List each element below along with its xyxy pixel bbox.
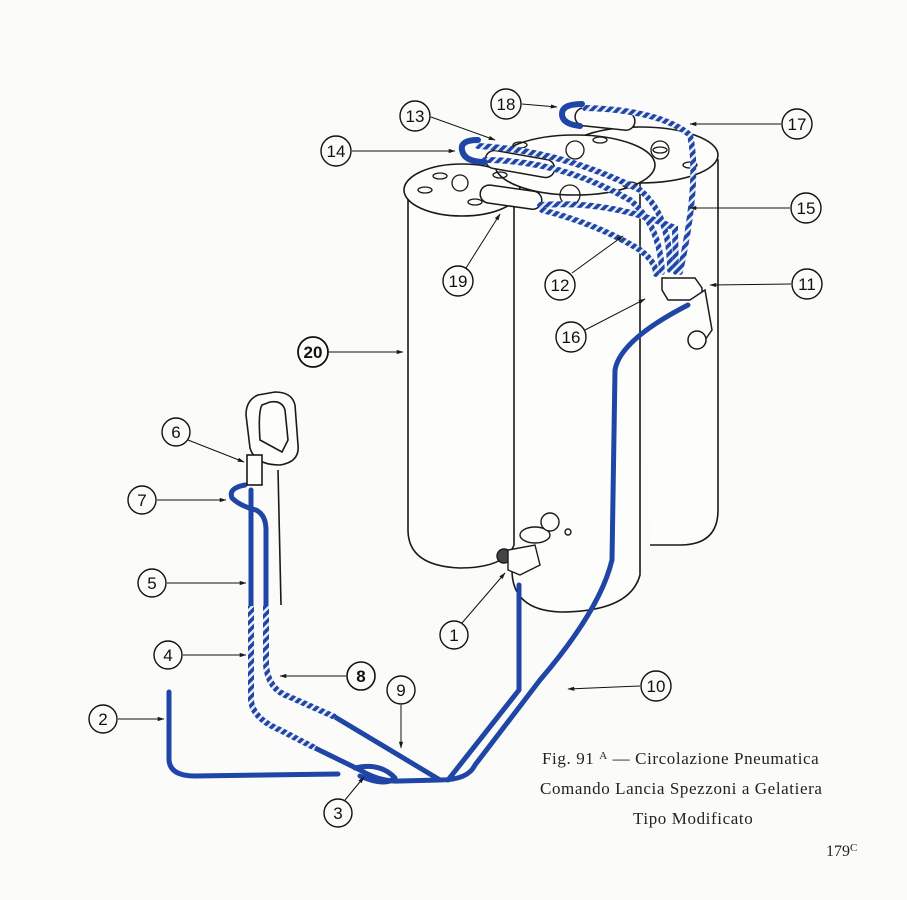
pipe-1 [445, 582, 522, 783]
callout-13: 13 [399, 100, 496, 141]
braided-hoses-top [458, 101, 697, 277]
svg-text:7: 7 [137, 491, 146, 510]
callout-4: 4 [153, 640, 247, 670]
page-number-value: 179 [826, 843, 850, 860]
callout-3: 3 [323, 776, 365, 828]
braided-hoses-bottom [248, 606, 337, 751]
svg-text:8: 8 [356, 667, 365, 686]
svg-text:2: 2 [98, 710, 107, 729]
svg-text:17: 17 [788, 115, 807, 134]
callout-14: 14 [320, 135, 456, 167]
pipe-7 [228, 482, 269, 609]
pipe-9 [332, 714, 443, 783]
svg-text:5: 5 [147, 574, 156, 593]
svg-text:14: 14 [327, 142, 346, 161]
fig-suffix: A [599, 750, 608, 762]
callout-12: 12 [544, 235, 624, 301]
svg-text:19: 19 [449, 272, 468, 291]
manifold-block [661, 277, 713, 350]
callout-6: 6 [161, 417, 245, 463]
caption-line-1: Fig. 91 A — Circolazione Pneumatica [542, 749, 819, 769]
svg-text:18: 18 [497, 95, 516, 114]
svg-text:10: 10 [647, 677, 666, 696]
callout-10: 10 [567, 670, 672, 702]
pipe-10 [397, 302, 691, 784]
callout-15: 15 [689, 192, 822, 224]
callout-2: 2 [88, 704, 165, 734]
callout-16: 16 [555, 298, 646, 353]
fig-dash: — [612, 749, 631, 768]
page-number: 179C [826, 842, 857, 861]
svg-text:15: 15 [797, 199, 816, 218]
svg-text:9: 9 [396, 681, 405, 700]
svg-text:16: 16 [562, 328, 581, 347]
svg-text:3: 3 [333, 804, 342, 823]
caption-line-2: Comando Lancia Spezzoni a Gelatiera [540, 779, 823, 798]
svg-text:12: 12 [551, 276, 570, 295]
tank-left [407, 190, 515, 569]
callout-7: 7 [127, 485, 227, 515]
callout-8: 8 [279, 661, 376, 691]
callout-19: 19 [442, 213, 501, 297]
callout-9: 9 [386, 675, 416, 749]
callouts: 1 2 3 4 5 6 7 8 9 10 11 12 13 14 15 16 1… [88, 88, 823, 828]
carabiner [245, 391, 299, 606]
callout-17: 17 [689, 108, 813, 140]
valve-1 [496, 512, 572, 576]
svg-text:13: 13 [406, 107, 425, 126]
pipe-4-lower [312, 745, 403, 784]
u-bend-14 [458, 137, 488, 165]
fig-label: Fig. [542, 749, 577, 768]
callout-11: 11 [709, 268, 823, 300]
blue-pipes [166, 302, 691, 785]
tank-middle [511, 160, 641, 613]
tank-cylinders [403, 126, 719, 613]
svg-text:4: 4 [163, 646, 172, 665]
top-canisters [479, 107, 636, 210]
callout-20: 20 [297, 336, 404, 368]
svg-text:11: 11 [798, 275, 816, 294]
page-number-suffix: C [850, 842, 858, 854]
callout-18: 18 [490, 88, 558, 120]
pipe-2 [166, 689, 341, 779]
svg-text:1: 1 [449, 626, 458, 645]
u-bend-18 [558, 101, 585, 129]
caption-line-3: Tipo Modificato [633, 809, 754, 828]
callout-1: 1 [439, 572, 506, 650]
svg-text:20: 20 [304, 343, 323, 362]
pipe-3 [352, 763, 398, 785]
fig-title-line1: Circolazione Pneumatica [635, 749, 820, 768]
fig-number: 91 [576, 749, 595, 768]
svg-text:6: 6 [171, 423, 180, 442]
callout-5: 5 [137, 568, 247, 598]
